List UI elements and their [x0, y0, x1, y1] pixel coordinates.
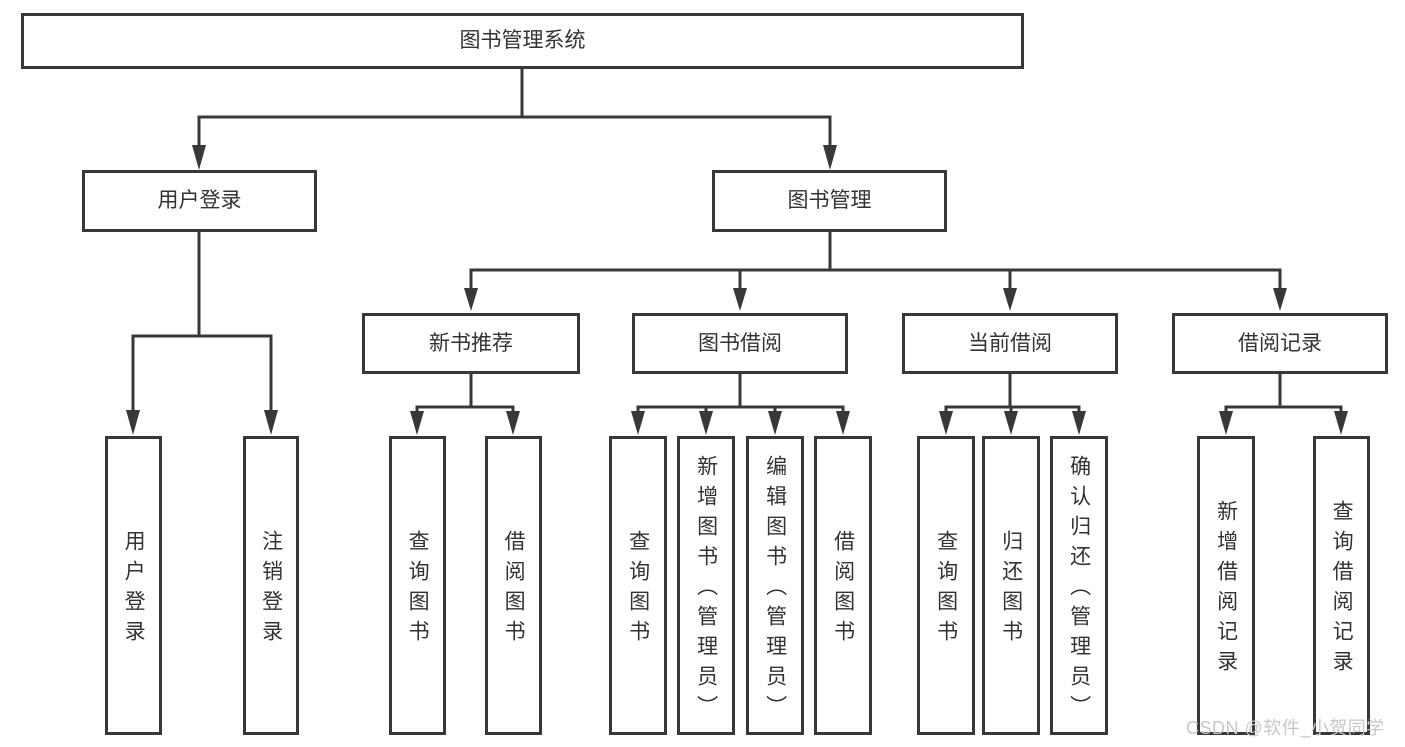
leaf-records-query-record: 查询借阅记录: [1313, 436, 1370, 735]
node-root-label: 图书管理系统: [459, 29, 586, 53]
leaf-current-query-books: 查询图书: [917, 436, 975, 735]
connector-root-to-level2: [192, 67, 837, 170]
leaf-borrow-add-books-admin-label: 新增图书（管理员）: [694, 454, 718, 725]
connector-current-to-leaves: [939, 373, 1086, 435]
leaf-borrow-borrow-books: 借阅图书: [814, 436, 872, 735]
connector-user-login-to-leaves: [126, 231, 278, 435]
leaf-records-add-record-label: 新增借阅记录: [1214, 499, 1238, 680]
leaf-borrow-query-books-label: 查询图书: [626, 529, 650, 650]
leaf-logout-label: 注销登录: [259, 529, 283, 650]
leaf-borrow-edit-books-admin: 编辑图书（管理员）: [746, 436, 804, 735]
leaf-current-return-books-label: 归还图书: [999, 529, 1023, 650]
leaf-recommend-borrow-books: 借阅图书: [485, 436, 542, 735]
node-new-book-recommend: 新书推荐: [362, 313, 580, 374]
leaf-current-query-books-label: 查询图书: [934, 529, 958, 650]
node-borrow-records-label: 借阅记录: [1238, 331, 1322, 355]
leaf-borrow-edit-books-admin-label: 编辑图书（管理员）: [763, 454, 787, 725]
leaf-records-query-record-label: 查询借阅记录: [1330, 499, 1354, 680]
leaf-borrow-query-books: 查询图书: [609, 436, 667, 735]
node-borrow-records: 借阅记录: [1172, 313, 1388, 374]
leaf-user-login: 用户登录: [105, 436, 162, 735]
connector-borrow-to-leaves: [631, 373, 850, 435]
leaf-borrow-borrow-books-label: 借阅图书: [831, 529, 855, 650]
connector-records-to-leaves: [1219, 373, 1348, 435]
leaf-logout: 注销登录: [243, 436, 299, 735]
leaf-user-login-label: 用户登录: [122, 529, 146, 650]
node-book-management-label: 图书管理: [787, 189, 872, 213]
leaf-recommend-query-books: 查询图书: [389, 436, 446, 735]
node-current-borrow-label: 当前借阅: [968, 331, 1052, 355]
connector-recommend-to-leaves: [410, 373, 520, 435]
node-book-borrow-label: 图书借阅: [698, 331, 782, 355]
leaf-current-confirm-return-admin-label: 确认归还（管理员）: [1067, 454, 1091, 725]
watermark-text: CSDN @软件_小贺同学: [1186, 718, 1385, 738]
leaf-recommend-borrow-books-label: 借阅图书: [502, 529, 526, 650]
node-user-login: 用户登录: [82, 170, 317, 232]
node-user-login-label: 用户登录: [157, 189, 242, 213]
leaf-current-confirm-return-admin: 确认归还（管理员）: [1050, 436, 1108, 735]
leaf-records-add-record: 新增借阅记录: [1197, 436, 1255, 735]
node-new-book-recommend-label: 新书推荐: [429, 331, 513, 355]
leaf-borrow-add-books-admin: 新增图书（管理员）: [677, 436, 735, 735]
leaf-recommend-query-books-label: 查询图书: [406, 529, 430, 650]
node-book-management: 图书管理: [712, 170, 947, 232]
node-root: 图书管理系统: [21, 13, 1024, 69]
leaf-current-return-books: 归还图书: [982, 436, 1040, 735]
node-book-borrow: 图书借阅: [632, 313, 848, 374]
connector-book-mgmt-to-level3: [464, 231, 1287, 311]
node-current-borrow: 当前借阅: [902, 313, 1118, 374]
